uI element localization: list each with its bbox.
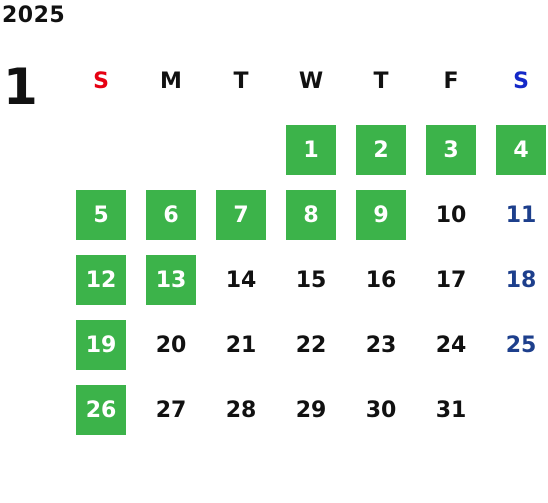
day-cell[interactable]: 26 xyxy=(76,385,126,435)
day-cell[interactable]: 4 xyxy=(496,125,546,175)
weekday-header: T xyxy=(233,68,249,94)
weekday-header: S xyxy=(513,68,529,94)
day-cell[interactable]: 12 xyxy=(76,255,126,305)
day-cell[interactable]: 5 xyxy=(76,190,126,240)
day-cell[interactable]: 17 xyxy=(435,267,467,293)
day-cell[interactable]: 25 xyxy=(505,332,537,358)
day-cell[interactable]: 19 xyxy=(76,320,126,370)
day-cell[interactable]: 7 xyxy=(216,190,266,240)
day-cell[interactable]: 29 xyxy=(295,397,327,423)
weekday-header: M xyxy=(160,68,182,94)
day-cell[interactable]: 27 xyxy=(155,397,187,423)
day-cell[interactable]: 8 xyxy=(286,190,336,240)
day-cell[interactable]: 22 xyxy=(295,332,327,358)
day-cell[interactable]: 16 xyxy=(365,267,397,293)
day-cell[interactable]: 15 xyxy=(295,267,327,293)
weekday-header: S xyxy=(93,68,109,94)
day-cell[interactable]: 31 xyxy=(435,397,467,423)
day-cell[interactable]: 24 xyxy=(435,332,467,358)
day-cell[interactable]: 2 xyxy=(356,125,406,175)
year-label: 2025 xyxy=(2,3,66,28)
day-cell[interactable]: 11 xyxy=(505,202,537,228)
day-cell[interactable]: 1 xyxy=(286,125,336,175)
day-cell[interactable]: 20 xyxy=(155,332,187,358)
day-cell[interactable]: 28 xyxy=(225,397,257,423)
day-cell[interactable]: 14 xyxy=(225,267,257,293)
day-cell[interactable]: 10 xyxy=(435,202,467,228)
day-cell[interactable]: 23 xyxy=(365,332,397,358)
day-cell[interactable]: 6 xyxy=(146,190,196,240)
weekday-header: F xyxy=(443,68,459,94)
day-cell[interactable]: 13 xyxy=(146,255,196,305)
day-cell[interactable]: 9 xyxy=(356,190,406,240)
day-cell[interactable]: 3 xyxy=(426,125,476,175)
weekday-header: T xyxy=(373,68,389,94)
day-cell[interactable]: 18 xyxy=(505,267,537,293)
weekday-header: W xyxy=(298,68,324,94)
day-cell[interactable]: 21 xyxy=(225,332,257,358)
day-cell[interactable]: 30 xyxy=(365,397,397,423)
month-number: 1 xyxy=(3,58,38,116)
